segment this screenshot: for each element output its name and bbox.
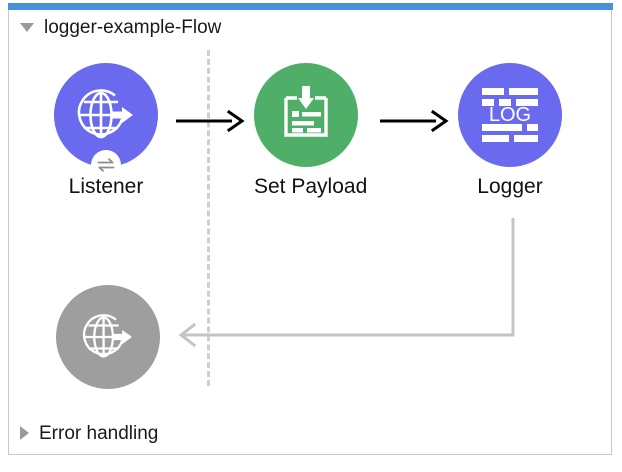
exchange-badge	[91, 150, 121, 180]
error-handling-section-header[interactable]: Error handling	[20, 420, 158, 446]
node-logger-label: Logger	[477, 175, 543, 198]
node-logger[interactable]: LOG Logger	[458, 63, 562, 198]
triangle-right-icon[interactable]	[20, 426, 29, 440]
exchange-arrows-icon	[97, 158, 115, 172]
node-logger-circle[interactable]: LOG	[458, 63, 562, 167]
triangle-down-icon[interactable]	[20, 22, 34, 32]
node-listener[interactable]: Listener	[54, 63, 158, 198]
flow-section-header[interactable]: logger-example-Flow	[20, 14, 221, 40]
dashed-lifeline	[207, 50, 210, 386]
node-error-listener[interactable]	[56, 285, 160, 397]
document-down-arrow-icon	[284, 86, 328, 137]
error-handling-title: Error handling	[39, 422, 159, 444]
globe-arrow-icon	[82, 314, 132, 358]
node-set-payload-circle[interactable]	[254, 63, 358, 167]
title-accent-bar	[8, 3, 613, 10]
node-listener-circle[interactable]	[54, 63, 158, 180]
node-set-payload-label: Set Payload	[254, 175, 368, 198]
flow-title: logger-example-Flow	[44, 16, 222, 38]
node-error-listener-circle[interactable]	[56, 285, 160, 389]
node-set-payload[interactable]: Set Payload	[254, 63, 368, 198]
node-listener-label: Listener	[68, 175, 144, 198]
log-icon-text: LOG	[489, 104, 531, 126]
log-lines-icon: LOG	[482, 88, 538, 142]
globe-arrow-icon	[77, 89, 133, 139]
